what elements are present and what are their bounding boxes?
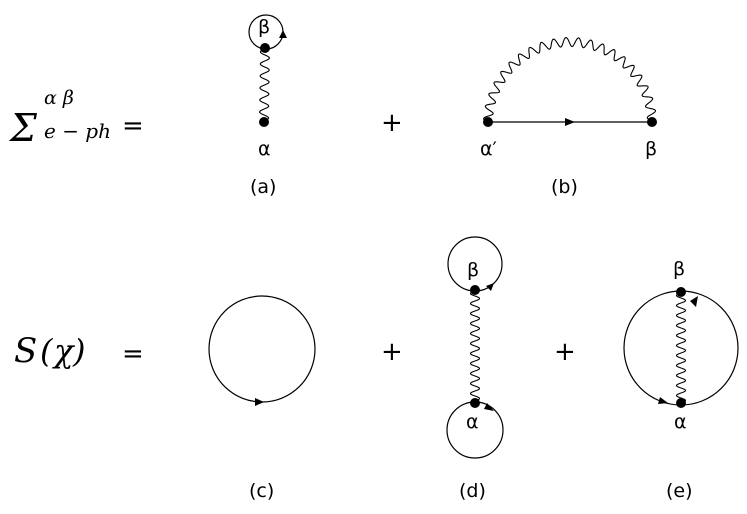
label-a-alpha: α	[258, 138, 271, 160]
row2-lhs: S ( χ )	[14, 331, 85, 371]
loop-arrow-a	[279, 30, 287, 38]
plus-sign-row2-first: +	[381, 337, 403, 367]
arrow-e-left	[658, 397, 668, 404]
diagram-c: (c)	[208, 295, 316, 502]
label-e-alpha: α	[674, 411, 687, 433]
close-paren: )	[72, 332, 85, 370]
arrow-d-top	[486, 283, 494, 291]
vertex-e-top	[676, 287, 686, 297]
equals-sign-row1: =	[122, 111, 144, 141]
arrow-d-bottom	[484, 403, 494, 411]
diagram-b: α′ β (b)	[480, 37, 657, 198]
vertex-b-left	[483, 117, 493, 127]
label-a-beta: β	[258, 16, 270, 38]
label-d-alpha: α	[466, 411, 479, 433]
loop-c	[208, 295, 316, 403]
label-b-beta: β	[645, 138, 657, 160]
vertex-e-bottom	[676, 398, 686, 408]
phonon-line-a	[259, 48, 270, 122]
phonon-line-e	[675, 292, 687, 403]
caption-b: (b)	[551, 176, 578, 198]
caption-d: (d)	[459, 480, 486, 502]
label-e-beta: β	[673, 258, 685, 280]
phonon-line-b	[483, 37, 657, 123]
arrow-e-right	[690, 296, 698, 307]
caption-c: (c)	[249, 480, 274, 502]
s-function: S	[14, 331, 37, 371]
plus-sign-row1: +	[381, 108, 403, 138]
vertex-b-right	[647, 117, 657, 127]
sigma-subscript: e − ph	[44, 119, 111, 143]
sigma-symbol: Σ	[8, 106, 38, 150]
sigma-superscript: α β	[44, 87, 74, 109]
arrow-b	[565, 118, 575, 126]
label-d-beta: β	[467, 259, 479, 281]
equals-sign-row2: =	[122, 339, 144, 369]
diagram-d: β α (d)	[446, 236, 504, 502]
phonon-line-d	[469, 290, 481, 403]
vertex-a-bottom	[259, 117, 269, 127]
caption-a: (a)	[250, 176, 276, 198]
arrow-c	[255, 398, 264, 406]
label-b-alpha-prime: α′	[480, 138, 497, 160]
chi-argument: χ	[52, 332, 75, 370]
open-paren: (	[40, 332, 54, 370]
vertex-d-bottom	[470, 398, 480, 408]
caption-e: (e)	[666, 480, 693, 502]
vertex-d-top	[470, 285, 480, 295]
vertex-a-top	[260, 43, 270, 53]
diagram-a: β α (a)	[248, 14, 287, 198]
plus-sign-row2-second: +	[554, 337, 576, 367]
diagram-e: β α (e)	[623, 258, 739, 502]
